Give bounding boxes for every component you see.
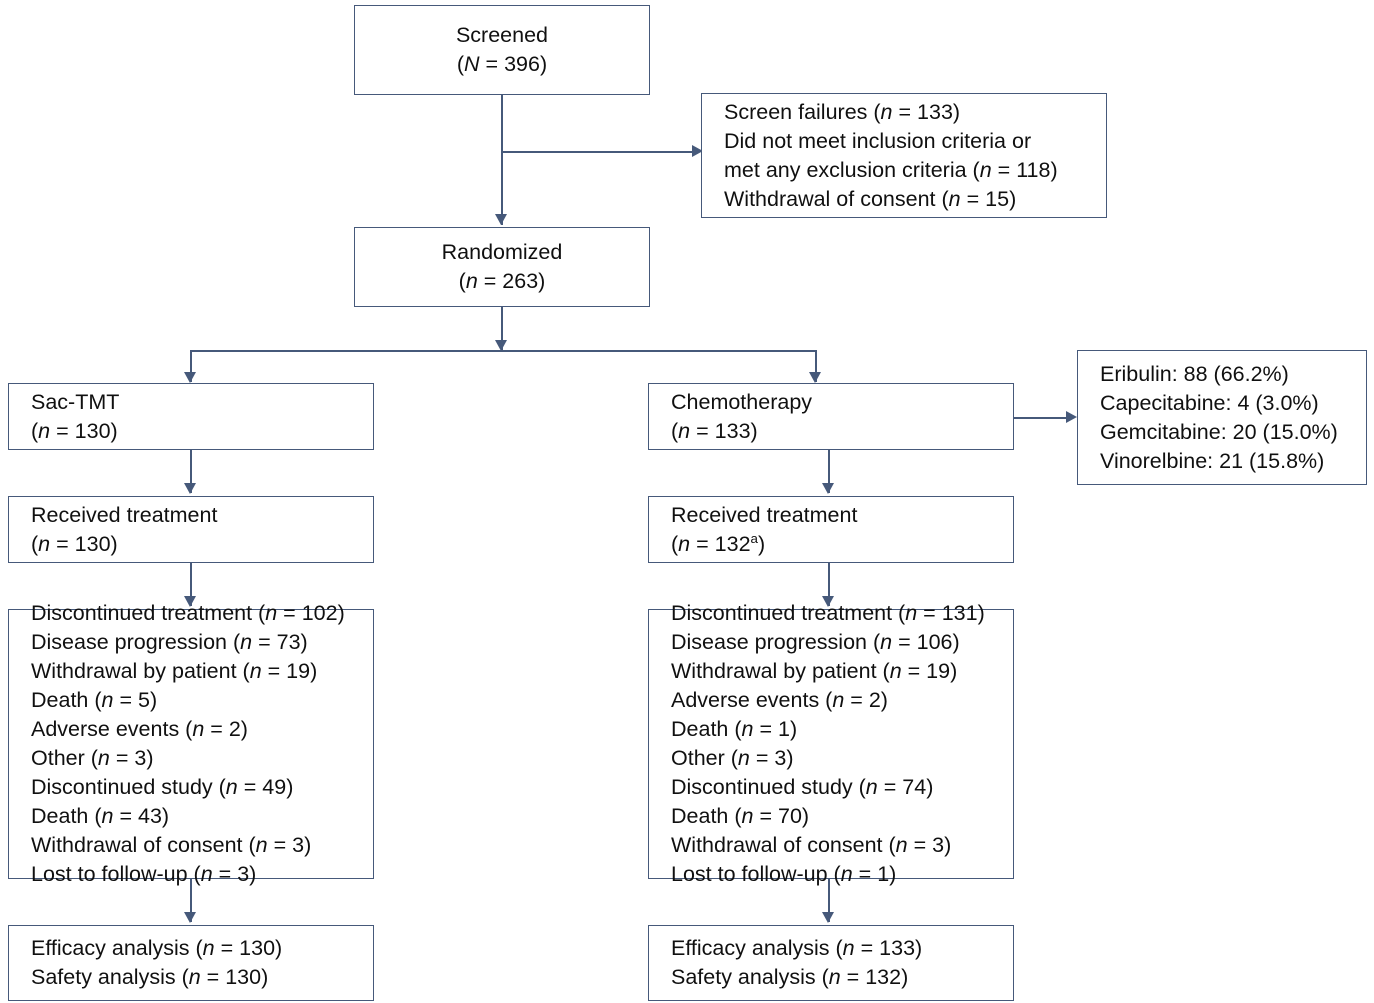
node-screened: Screened (N = 396) [354,5,650,95]
connector-randomized-down [501,307,503,351]
node-text-line: Discontinued study (n = 74) [671,775,934,799]
node-text-line: Gemcitabine: 20 (15.0%) [1100,419,1338,444]
node-text-line: Received treatment [671,502,858,527]
connector-sactmt-arm-to-received [190,450,192,493]
node-text-line: Chemotherapy [671,389,813,414]
node-analysis-chemotherapy: Efficacy analysis (n = 133) Safety analys… [648,925,1014,1001]
node-text-line: Screened [455,23,549,47]
arrowhead-screen-failures [692,145,703,157]
node-text-line: Did not meet inclusion criteria or [724,128,1032,153]
arrowhead-randomized [495,214,507,225]
arrowhead-analysis-chemotherapy [822,912,834,923]
connector-chemo-disc-to-analysis [828,879,830,922]
node-arm-sac-tmt: Sac-TMT (n = 130) [8,383,374,450]
node-text-line: Lost to follow-up (n = 1) [671,862,897,886]
node-text-line: (n = 133) [671,418,758,443]
node-text-line: Other (n = 3) [671,746,794,770]
arrowhead-arm-sac-tmt [184,372,196,383]
node-received-treatment-chemotherapy: Received treatment (n = 132a) [648,496,1014,563]
node-text-line: Other (n = 3) [31,746,154,770]
node-text-line: Discontinued treatment (n = 131) [671,601,985,625]
node-text-line: Withdrawal by patient (n = 19) [671,659,958,683]
node-text-line: (n = 130) [31,418,118,443]
node-text-line: Randomized [441,240,563,264]
arrowhead-disc-chemotherapy [822,596,834,607]
node-text-line: Safety analysis (n = 132) [671,965,909,989]
node-text-line: met any exclusion criteria (n = 118) [724,157,1058,182]
node-text-line: (n = 130) [31,531,118,556]
node-text-line: (N = 396) [456,52,548,76]
node-arm-chemotherapy: Chemotherapy (n = 133) [648,383,1014,450]
arrowhead-analysis-sac-tmt [184,912,196,923]
connector-sactmt-received-to-disc [190,563,192,606]
node-discontinuation-chemotherapy: Discontinued treatment (n = 131) Disease … [648,601,1014,886]
node-text-line: Received treatment [31,502,218,527]
node-text-line: Disease progression (n = 73) [31,630,308,654]
node-text-line: (n = 263) [458,269,546,293]
node-text-line: Discontinued study (n = 49) [31,775,294,799]
node-text-line: Death (n = 5) [31,688,158,712]
arrowhead-arm-chemotherapy [809,372,821,383]
node-text-line: Withdrawal by patient (n = 19) [31,659,318,683]
node-text-line: Capecitabine: 4 (3.0%) [1100,390,1319,415]
node-text-line: Death (n = 70) [671,804,810,828]
node-received-treatment-sac-tmt: Received treatment (n = 130) [8,496,374,563]
arrowhead-received-chemotherapy [822,483,834,494]
node-text-line: Efficacy analysis (n = 133) [671,936,923,960]
connector-split-left [190,350,192,382]
footnote-marker: a [750,530,758,546]
node-text-line: Withdrawal of consent (n = 3) [671,833,952,857]
connector-split-right [815,350,817,382]
node-text-line: Lost to follow-up (n = 3) [31,862,257,886]
node-text-line: Adverse events (n = 2) [31,717,248,741]
node-text-line: Withdrawal of consent (n = 3) [31,833,312,857]
node-text-line: Eribulin: 88 (66.2%) [1100,361,1289,386]
node-screen-failures: Screen failures (n = 133) Did not meet in… [701,93,1107,218]
connector-to-chemotherapy-breakdown [1013,417,1070,419]
connector-split-bar [190,350,816,352]
connector-chemo-arm-to-received [828,450,830,493]
arrowhead-disc-sac-tmt [184,596,196,607]
node-text-line: Screen failures (n = 133) [724,99,961,124]
node-analysis-sac-tmt: Efficacy analysis (n = 130) Safety analys… [8,925,374,1001]
node-text-line: (n = 132a) [671,530,766,556]
node-randomized: Randomized (n = 263) [354,227,650,307]
node-text-line: Withdrawal of consent (n = 15) [724,186,1017,211]
connector-sactmt-disc-to-analysis [190,879,192,922]
arrowhead-split-bar [495,340,507,351]
node-text-line: Disease progression (n = 106) [671,630,960,654]
arrowhead-received-sac-tmt [184,483,196,494]
node-text-line: Death (n = 43) [31,804,170,828]
connector-to-screen-failures [501,151,697,153]
node-text-line: Death (n = 1) [671,717,798,741]
node-chemotherapy-breakdown: Eribulin: 88 (66.2%) Capecitabine: 4 (3.0… [1077,350,1367,485]
node-text-line: Efficacy analysis (n = 130) [31,936,283,960]
node-text-line: Safety analysis (n = 130) [31,965,269,989]
connector-screened-trunk [501,95,503,225]
connector-chemo-received-to-disc [828,563,830,606]
node-text-line: Sac-TMT [31,389,120,414]
node-discontinuation-sac-tmt: Discontinued treatment (n = 102) Disease … [8,601,374,886]
node-text-line: Discontinued treatment (n = 102) [31,601,345,625]
node-text-line: Vinorelbine: 21 (15.8%) [1100,448,1325,473]
arrowhead-chemotherapy-breakdown [1066,411,1077,423]
node-text-line: Adverse events (n = 2) [671,688,888,712]
